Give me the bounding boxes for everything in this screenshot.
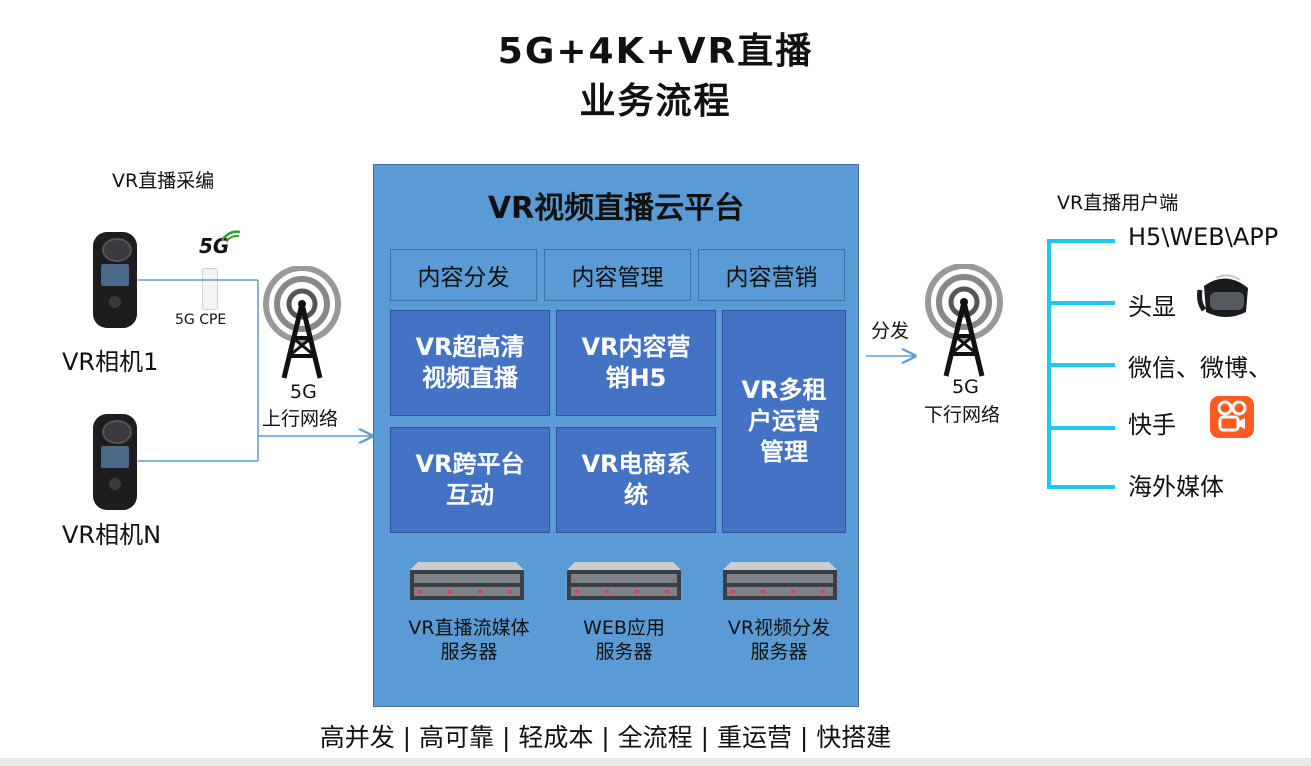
client-item-wechat-weibo: 微信、微博、: [1128, 354, 1272, 382]
signal-waves-icon: [221, 230, 241, 242]
vr-camera-1-label: VR相机1: [62, 348, 159, 376]
uplink-tower-icon: [263, 266, 341, 379]
module-content-distribution: 内容分发: [390, 249, 537, 301]
diagram-title-line1: 5G+4K+VR直播: [497, 31, 814, 72]
uplink-label-network: 上行网络: [262, 408, 339, 430]
vr-headset-icon: [1197, 274, 1248, 317]
streaming-server-icon: [410, 562, 524, 600]
module-vr-cross-platform: VR跨平台互动: [390, 427, 550, 533]
client-item-headset: 头显: [1128, 293, 1176, 321]
module-content-marketing: 内容营销: [698, 249, 845, 301]
module-vr-multi-tenant: VR多租户运营管理: [722, 310, 846, 533]
cpe-device-icon: [202, 268, 218, 310]
vr-camera-1-icon: [93, 232, 137, 328]
bracket-tick-4: [1047, 426, 1115, 430]
bottom-bar: [0, 758, 1311, 766]
distribute-label: 分发: [871, 320, 910, 342]
vr-camera-n-icon: [93, 414, 137, 510]
feature-tagline: 高并发 | 高可靠 | 轻成本 | 全流程 | 重运营 | 快搭建: [319, 723, 892, 752]
module-vr-uhd-live: VR超高清视频直播: [390, 310, 550, 416]
web-server-icon: [567, 562, 681, 600]
server-label-distribution: VR视频分发服务器: [727, 617, 831, 663]
downlink-label-network: 下行网络: [924, 404, 1001, 426]
vr-camera-n-label: VR相机N: [62, 521, 162, 549]
cpe-label: 5G CPE: [175, 312, 227, 328]
module-content-management: 内容管理: [544, 249, 691, 301]
server-label-streaming: VR直播流媒体服务器: [408, 617, 530, 663]
capture-section-label: VR直播采编: [112, 170, 215, 192]
bracket-tick-1: [1047, 239, 1115, 243]
bracket-tick-3: [1047, 363, 1115, 367]
client-item-overseas-media: 海外媒体: [1128, 473, 1224, 501]
server-label-web: WEB应用服务器: [583, 617, 665, 663]
diagram-title-line2: 业务流程: [579, 81, 732, 122]
client-item-h5-web-app: H5\WEB\APP: [1128, 223, 1279, 251]
bracket-tick-2: [1047, 301, 1115, 305]
module-vr-ecommerce: VR电商系统: [556, 427, 716, 533]
distribution-server-icon: [723, 562, 837, 600]
uplink-label-5g: 5G: [290, 381, 317, 403]
platform-title: VR视频直播云平台: [487, 191, 745, 226]
downlink-tower-icon: [925, 264, 1003, 377]
bracket-tick-5: [1047, 485, 1115, 489]
client-item-kuaishou: 快手: [1128, 411, 1176, 439]
module-vr-marketing-h5: VR内容营销H5: [556, 310, 716, 416]
client-section-label: VR直播用户端: [1057, 192, 1179, 214]
kuaishou-icon: [1210, 396, 1254, 438]
downlink-label-5g: 5G: [952, 376, 979, 398]
